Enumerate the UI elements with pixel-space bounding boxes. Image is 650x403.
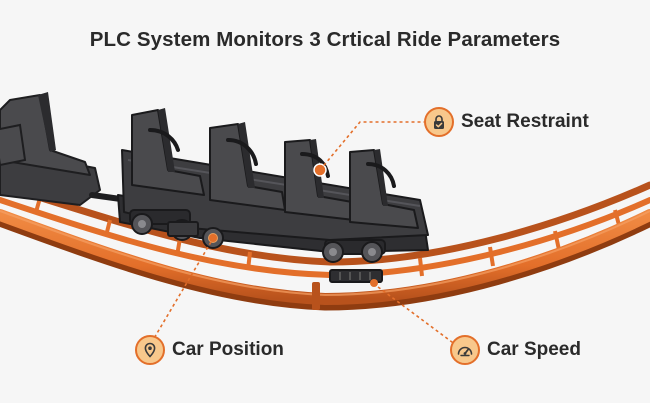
callout-seat-restraint: Seat Restraint bbox=[424, 107, 589, 137]
callout-label-car-speed: Car Speed bbox=[487, 339, 581, 360]
callout-car-position: Car Position bbox=[135, 335, 284, 365]
coaster-car-rear bbox=[0, 92, 131, 206]
callout-label-car-position: Car Position bbox=[172, 339, 284, 360]
car-position-point bbox=[209, 234, 217, 242]
car-speed-point bbox=[370, 279, 378, 287]
lock-check-icon bbox=[424, 107, 454, 137]
speedometer-icon bbox=[450, 335, 480, 365]
callout-car-speed: Car Speed bbox=[450, 335, 581, 365]
leader-lines bbox=[152, 121, 461, 349]
track bbox=[0, 181, 650, 311]
diagram-title: PLC System Monitors 3 Crtical Ride Param… bbox=[89, 28, 561, 51]
location-pin-icon bbox=[135, 335, 165, 365]
wheel-bogie-right bbox=[322, 239, 386, 263]
callout-label-seat-restraint: Seat Restraint bbox=[461, 111, 589, 132]
track-joint bbox=[312, 282, 320, 310]
coaster-car-main bbox=[117, 108, 429, 283]
speed-sensor bbox=[329, 269, 383, 283]
